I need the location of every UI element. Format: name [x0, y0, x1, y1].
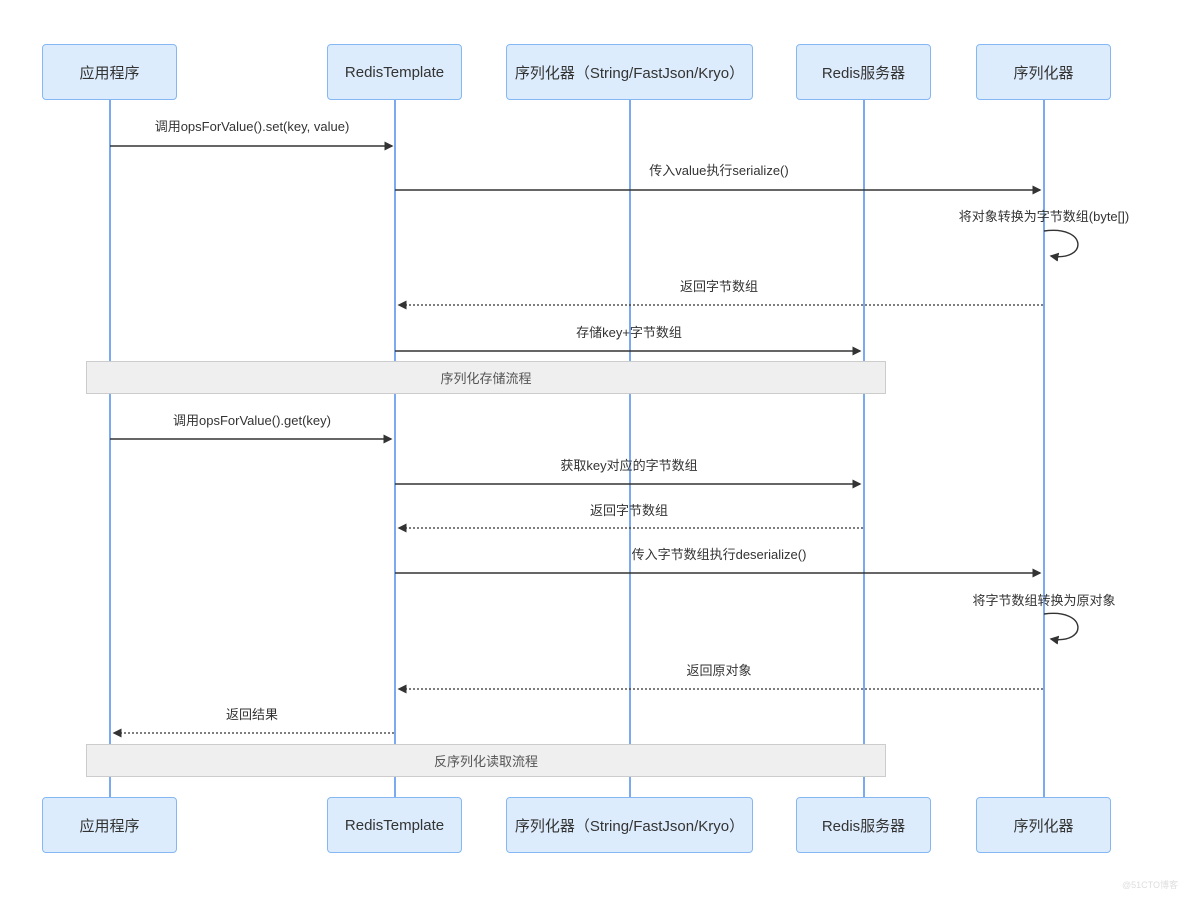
- message-label: 返回字节数组: [679, 279, 759, 294]
- lifeline-serializer-detail: [629, 100, 631, 798]
- actor-label: Redis服务器: [821, 64, 906, 82]
- actor-top-serializer: 序列化器: [976, 44, 1111, 100]
- actor-label: RedisTemplate: [344, 816, 445, 834]
- actor-bottom-redistemplate: RedisTemplate: [327, 797, 462, 853]
- actor-bottom-serializer-detail: 序列化器（String/FastJson/Kryo）: [506, 797, 753, 853]
- actor-top-serializer-detail: 序列化器（String/FastJson/Kryo）: [506, 44, 753, 100]
- actor-top-redistemplate: RedisTemplate: [327, 44, 462, 100]
- actor-bottom-serializer: 序列化器: [976, 797, 1111, 853]
- actor-bottom-redis-server: Redis服务器: [796, 797, 931, 853]
- message-label: 传入value执行serialize(): [649, 163, 789, 178]
- actor-label: 序列化器（String/FastJson/Kryo）: [514, 817, 745, 835]
- actor-bottom-application: 应用程序: [42, 797, 177, 853]
- section-label: 反序列化读取流程: [433, 754, 538, 769]
- watermark: @51CTO博客: [1122, 880, 1178, 890]
- message-label: 返回字节数组: [589, 503, 669, 518]
- actor-label: RedisTemplate: [344, 63, 445, 81]
- section-label: 序列化存储流程: [440, 371, 532, 386]
- message-label: 存储key+字节数组: [576, 325, 682, 340]
- message-label: 获取key对应的字节数组: [560, 458, 698, 473]
- actor-label: 序列化器（String/FastJson/Kryo）: [514, 64, 745, 82]
- actor-label: 序列化器: [1013, 64, 1074, 82]
- message-label: 调用opsForValue().get(key): [173, 413, 331, 428]
- message-label: 返回结果: [225, 707, 279, 722]
- actor-label: 序列化器: [1013, 817, 1074, 835]
- actor-top-redis-server: Redis服务器: [796, 44, 931, 100]
- actor-top-application: 应用程序: [42, 44, 177, 100]
- lifeline-redis-server: [863, 100, 865, 798]
- lifeline-serializer: [1043, 100, 1045, 798]
- message-label: 传入字节数组执行deserialize(): [631, 547, 807, 562]
- message-label: 将字节数组转换为原对象: [972, 593, 1116, 608]
- message-label: 返回原对象: [686, 663, 752, 678]
- actor-label: 应用程序: [79, 817, 140, 835]
- lifeline-application: [109, 100, 111, 798]
- lifeline-redistemplate: [394, 100, 396, 798]
- message-label: 调用opsForValue().set(key, value): [154, 119, 350, 134]
- message-label: 将对象转换为字节数组(byte[]): [958, 209, 1130, 224]
- section-divider-serialize: 序列化存储流程: [86, 361, 886, 394]
- actor-label: Redis服务器: [821, 817, 906, 835]
- self-message-arrow-to-object: [1043, 612, 1079, 645]
- section-divider-deserialize: 反序列化读取流程: [86, 744, 886, 777]
- self-message-arrow-to-bytes: [1043, 229, 1079, 262]
- actor-label: 应用程序: [79, 64, 140, 82]
